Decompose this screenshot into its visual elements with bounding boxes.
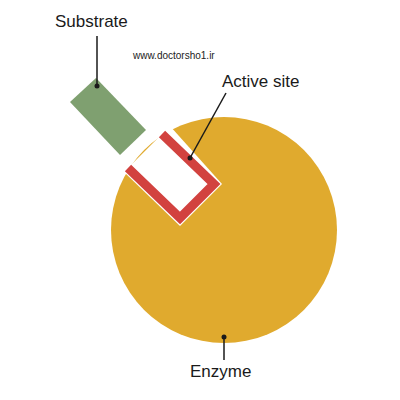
active-site-pocket [124,126,222,226]
watermark: www.doctorsho1.ir [133,50,215,62]
part-label: Active site [222,72,299,92]
part-label: Enzyme [190,362,251,382]
enzyme-leader [223,337,225,360]
substrate-block [70,78,146,155]
active-site-dot [188,156,193,161]
substrate-dot [95,84,100,89]
enzyme-body [111,117,337,343]
enzyme-dot [222,335,227,340]
part-label: Substrate [55,12,128,32]
active-site-lining [128,134,214,218]
substrate-leader [96,36,98,86]
active-site-leader [190,93,226,158]
